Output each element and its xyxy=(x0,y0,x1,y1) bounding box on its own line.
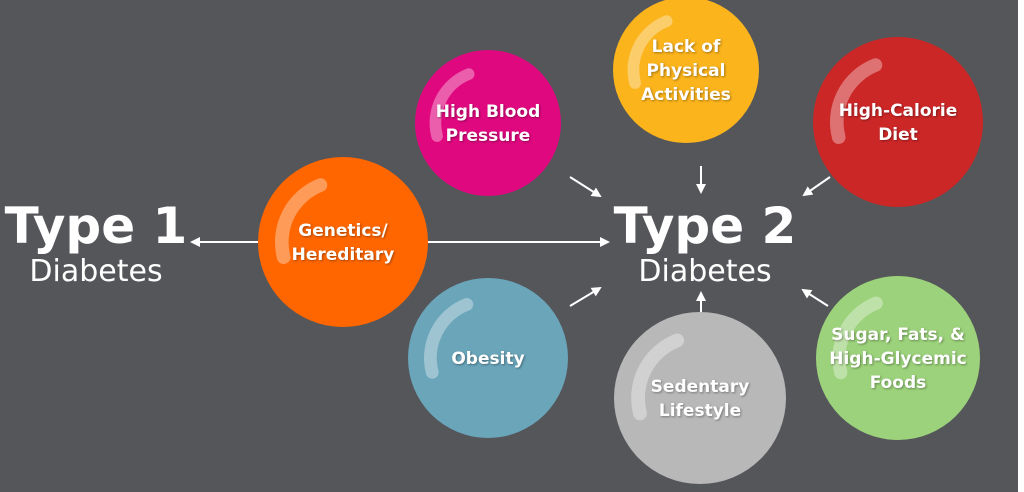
factor-label: Activities xyxy=(641,85,731,105)
arrow-obesity-to-type2 xyxy=(569,286,602,307)
arrow-sugar-to-type2 xyxy=(801,288,829,307)
type2-title: Type 2 xyxy=(614,197,797,255)
highlight-shine xyxy=(424,298,474,379)
factor-circle xyxy=(813,37,983,207)
type1-label: Type 1 Diabetes xyxy=(5,197,188,289)
factor-label: Lack of xyxy=(652,37,721,57)
factor-obesity: Obesity xyxy=(408,278,568,438)
highlight-shine xyxy=(275,178,328,265)
factor-label: High-Calorie xyxy=(839,101,958,121)
factor-label: Hereditary xyxy=(292,245,395,265)
factor-label: High-Glycemic xyxy=(829,349,966,369)
type1-subtitle: Diabetes xyxy=(29,254,162,289)
factor-circle xyxy=(415,50,561,196)
type2-label: Type 2 Diabetes xyxy=(614,197,797,289)
factor-circle xyxy=(258,157,428,327)
factor-label: Lifestyle xyxy=(659,401,741,421)
factor-label: Sedentary xyxy=(651,377,750,397)
factor-label: Genetics/ xyxy=(298,221,388,241)
factor-label: Foods xyxy=(870,373,927,393)
factor-circle xyxy=(408,278,568,438)
highlight-shine xyxy=(832,296,883,380)
factor-circle xyxy=(614,312,786,484)
factor-label: Diet xyxy=(878,125,918,145)
factor-circle xyxy=(816,276,980,440)
factor-label: Obesity xyxy=(451,349,524,369)
factor-label: Physical xyxy=(647,61,726,81)
factor-genetics-hereditary: Genetics/Hereditary xyxy=(258,157,428,327)
factor-label: Sugar, Fats, & xyxy=(831,325,965,345)
type2-subtitle: Diabetes xyxy=(638,254,771,289)
factor-label: Pressure xyxy=(446,126,531,146)
highlight-shine xyxy=(631,333,685,421)
factor-label: High Blood xyxy=(436,102,541,122)
type1-title: Type 1 xyxy=(5,197,188,255)
highlight-shine xyxy=(429,68,475,142)
highlight-shine xyxy=(627,15,673,89)
arrow-hbp-to-type2 xyxy=(569,176,602,198)
highlight-shine xyxy=(830,58,883,145)
arrow-calorie-to-type2 xyxy=(802,176,831,197)
factor-circle xyxy=(613,0,759,143)
